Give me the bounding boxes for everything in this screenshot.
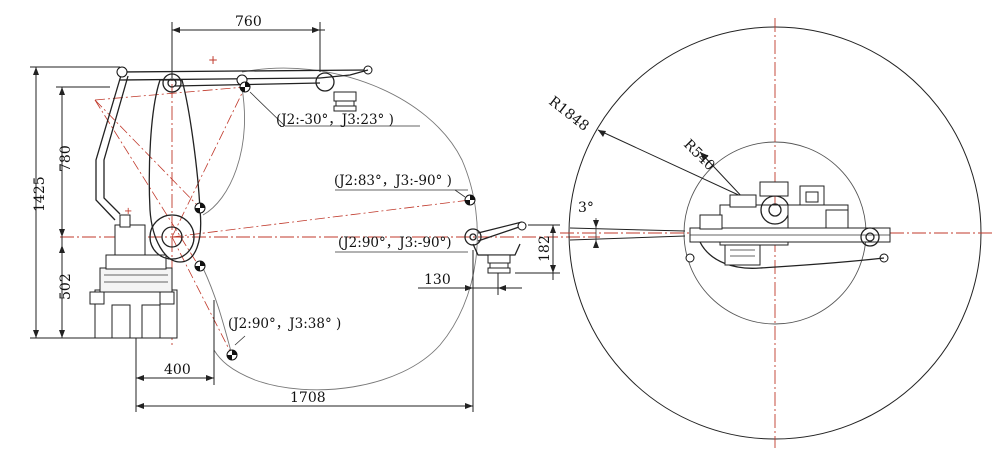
dim-wrist-offset: 130 (424, 272, 451, 288)
dim-base-height: 502 (58, 273, 74, 300)
top-view: 3° R1848 R540 (546, 18, 995, 448)
reach-envelope-arc (213, 67, 478, 391)
inner-radius-label: R540 (680, 137, 718, 175)
reach-centerline-mid (171, 199, 471, 238)
pose-bottom-label: (J2:90°，J3:38° ) (228, 316, 341, 332)
reach-centerline-upper (171, 86, 246, 238)
pose-markers (194, 81, 476, 361)
end-effector-side (464, 221, 527, 274)
reach-centerline-ray1 (94, 86, 246, 101)
reach-centerline-ray3 (94, 99, 201, 269)
end-effector-top (315, 72, 357, 112)
pose-top-label: (J2:-30°，J3:23° ) (276, 112, 394, 128)
red-cross-marker-2: + (124, 206, 132, 217)
dim-top-reach: 760 (235, 14, 262, 30)
dim-rear-offset: 400 (164, 362, 191, 378)
dim-upper-height: 780 (58, 145, 74, 172)
pose-top-leader (249, 91, 286, 127)
dead-zone-angle: 3° (578, 200, 594, 216)
inner-radius-leader (699, 151, 746, 201)
robot-lower-arm (114, 79, 202, 263)
pose-mid-leader (454, 189, 466, 198)
robot-base (89, 254, 178, 339)
dim-total-height: 1425 (32, 176, 48, 212)
side-view: 760 1425 780 502 400 1708 (30, 14, 600, 412)
robot-parallel-link (95, 71, 129, 221)
reach-centerline-low (171, 236, 233, 356)
red-cross-marker: + (208, 53, 218, 67)
pose-horizontal-label: (J2:90°，J3:-90°) (338, 235, 452, 251)
wedge-line-lower (569, 235, 686, 241)
robot-top-outline (685, 181, 891, 269)
wedge-line-upper (569, 227, 686, 232)
outer-radius-leader (597, 129, 746, 199)
pose-mid-label: (J2:83°，J3:-90° ) (334, 173, 452, 189)
reach-centerline-ray2 (94, 99, 201, 209)
outer-radius-label: R1848 (546, 94, 592, 135)
dim-wrist-drop: 182 (537, 235, 553, 262)
inner-envelope-arc (202, 87, 245, 356)
pose-bottom-leader (234, 335, 246, 346)
dim-total-reach: 1708 (290, 390, 326, 406)
